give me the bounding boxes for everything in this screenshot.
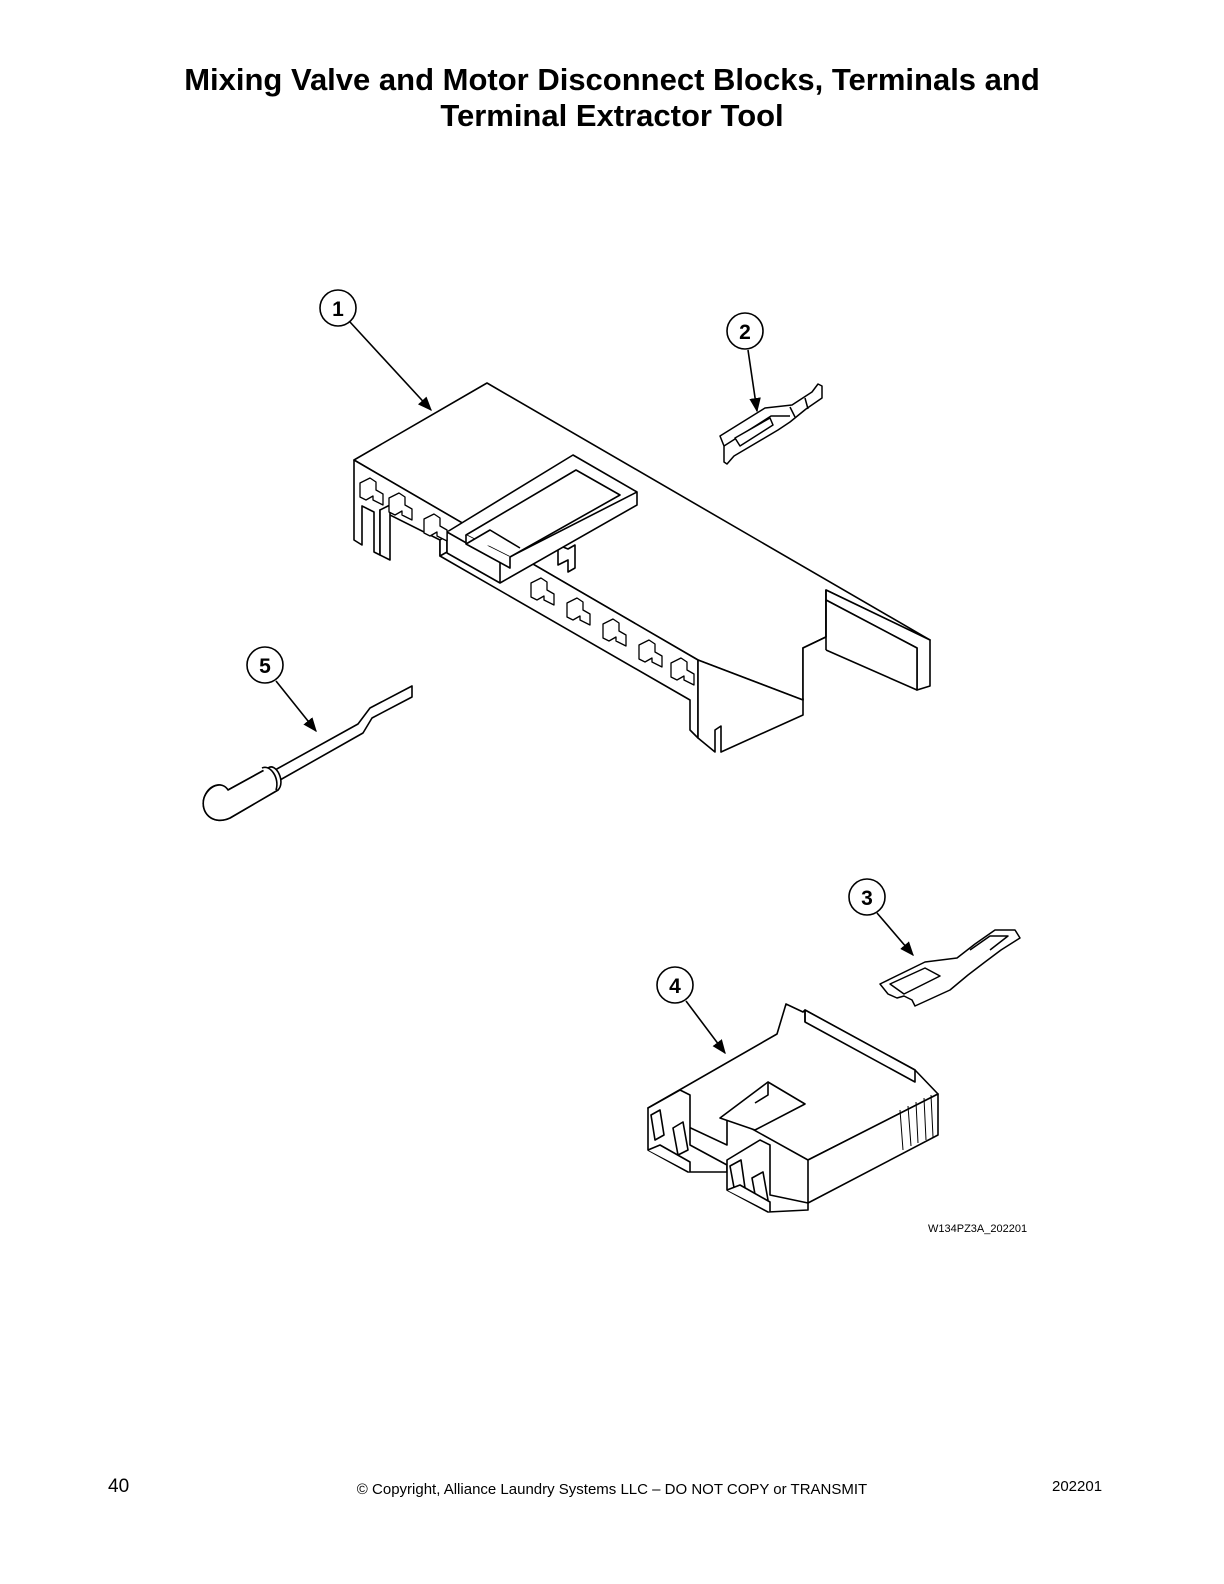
part-2-terminal <box>719 383 823 465</box>
page-title-line-2: Terminal Extractor Tool <box>440 98 784 133</box>
part-1-disconnect-block <box>353 382 931 753</box>
callout-2: 2 <box>726 312 764 413</box>
callout-1-label: 1 <box>332 298 344 321</box>
callout-5-label: 5 <box>259 655 271 678</box>
callout-4-label: 4 <box>669 975 681 998</box>
part-5-extractor-tool <box>202 685 413 822</box>
part-3-terminal <box>879 929 1021 1007</box>
page-title-line-1: Mixing Valve and Motor Disconnect Blocks… <box>184 62 1040 97</box>
page-title: Mixing Valve and Motor Disconnect Blocks… <box>0 62 1224 134</box>
callout-3: 3 <box>848 878 914 957</box>
part-4-disconnect-block <box>647 1003 939 1213</box>
callout-2-label: 2 <box>739 321 751 344</box>
copyright-notice: © Copyright, Alliance Laundry Systems LL… <box>356 1481 868 1498</box>
callout-3-label: 3 <box>861 887 873 910</box>
document-number: 202201 <box>1052 1478 1103 1495</box>
page-number: 40 <box>108 1476 130 1497</box>
callout-5: 5 <box>246 646 317 733</box>
callout-1: 1 <box>319 289 432 412</box>
figure-code: W134PZ3A_202201 <box>928 1223 1028 1235</box>
callout-4: 4 <box>656 966 726 1055</box>
